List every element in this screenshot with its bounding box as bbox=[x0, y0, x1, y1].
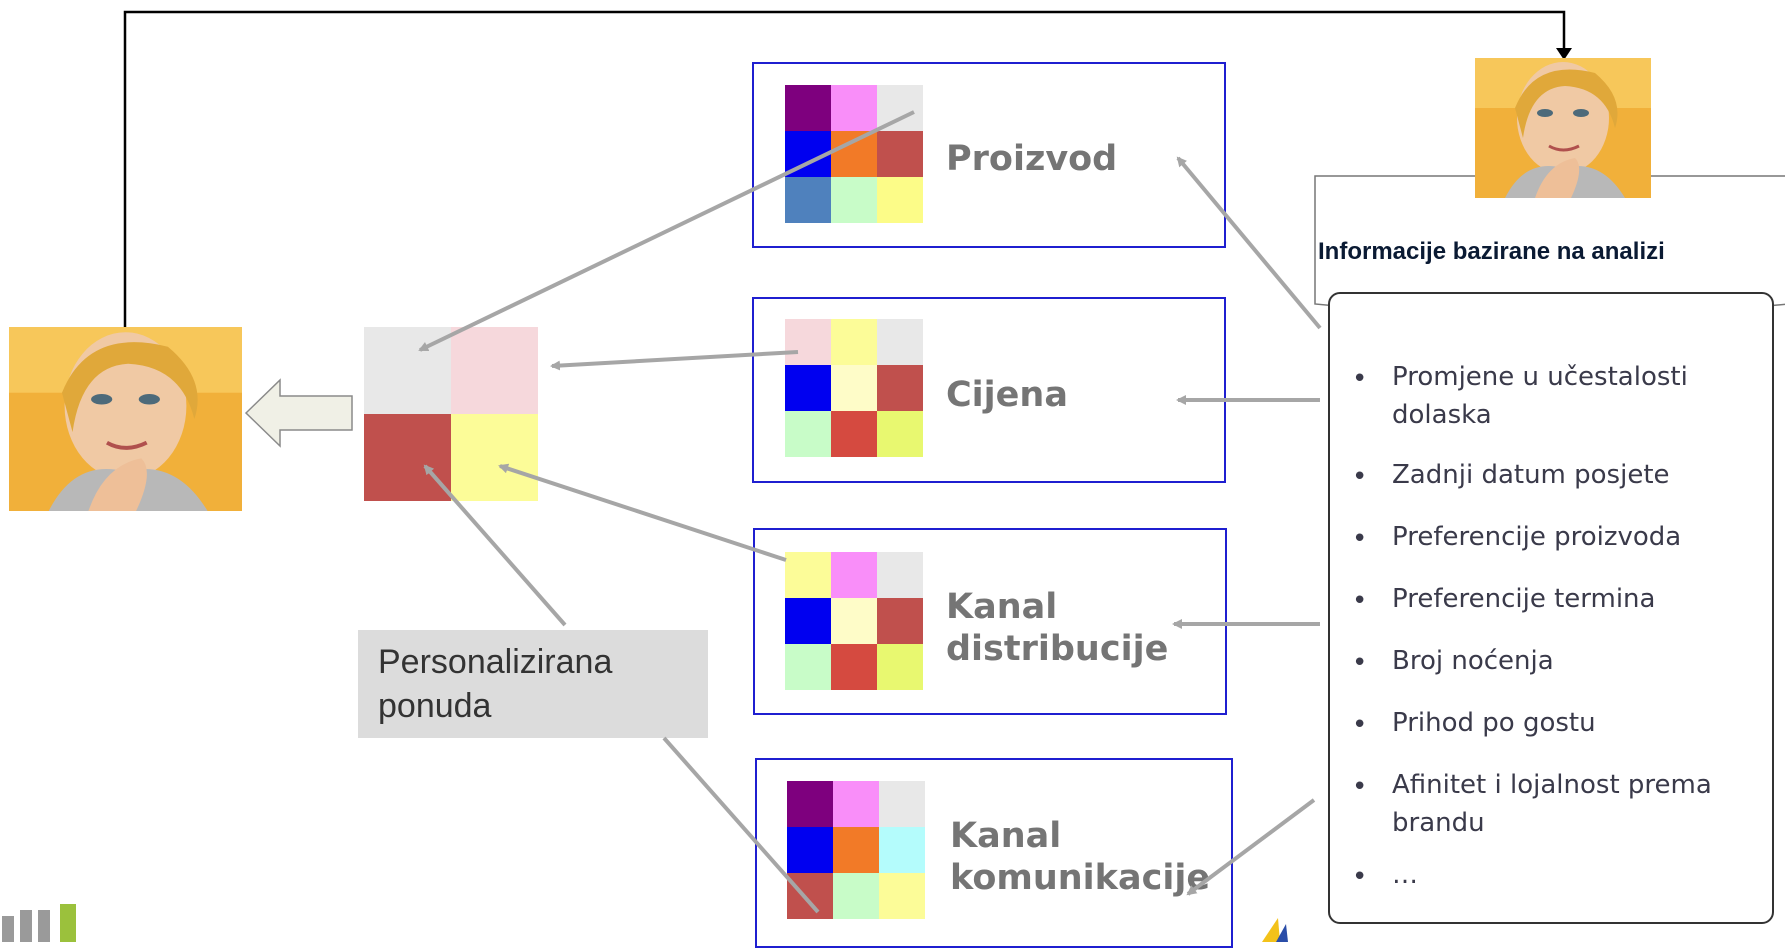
customer-photo-icon bbox=[1475, 58, 1651, 198]
grid-cell bbox=[877, 177, 923, 223]
grid-cell bbox=[785, 644, 831, 690]
label-cijena: Cijena bbox=[946, 374, 1068, 416]
info-list-item: Afinitet i lojalnost prema bbox=[1392, 770, 1712, 800]
info-list-item: Broj noćenja bbox=[1392, 646, 1554, 676]
label-proizvod: Proizvod bbox=[946, 138, 1117, 180]
bullet-dot: • bbox=[1352, 364, 1368, 394]
grid-cell bbox=[831, 644, 877, 690]
info-title: Informacije bazirane na analizi bbox=[1318, 238, 1665, 265]
grid-cell bbox=[831, 177, 877, 223]
grid-cell bbox=[785, 598, 831, 644]
label-line: komunikacije bbox=[950, 858, 1211, 898]
combined-offer-grid bbox=[364, 327, 538, 501]
corner-logo-fragment-icon bbox=[1262, 918, 1288, 942]
combined-grid-cell bbox=[451, 414, 538, 501]
customer-photo-right bbox=[1475, 58, 1651, 198]
label-line: Proizvod bbox=[946, 139, 1118, 179]
arrow-info-to-proizvod bbox=[1176, 156, 1322, 330]
bullet-dot: • bbox=[1352, 710, 1368, 740]
info-list-item: Zadnji datum posjete bbox=[1392, 460, 1670, 490]
info-list-item: dolaska bbox=[1392, 400, 1492, 430]
grid-cell bbox=[831, 365, 877, 411]
grid-cell bbox=[831, 411, 877, 457]
grid-cell bbox=[877, 644, 923, 690]
arrow-proizvod-to-offer bbox=[418, 110, 915, 352]
grid-cell bbox=[877, 552, 923, 598]
grid-cell bbox=[787, 781, 833, 827]
grid-cell bbox=[879, 873, 925, 919]
customer-photo-left bbox=[9, 327, 242, 511]
grid-cell bbox=[877, 319, 923, 365]
info-list-item: … bbox=[1392, 860, 1418, 890]
personalized-offer-label: Personalizirana ponuda bbox=[358, 630, 708, 738]
grid-cell bbox=[787, 827, 833, 873]
grid-cell bbox=[833, 873, 879, 919]
grid-cell bbox=[785, 552, 831, 598]
grid-cell bbox=[879, 827, 925, 873]
combined-grid-cell bbox=[451, 327, 538, 414]
offer-line: Personalizirana bbox=[378, 643, 613, 681]
customer-photo-icon bbox=[9, 327, 242, 511]
grid-cell bbox=[831, 319, 877, 365]
label-line: Kanal bbox=[950, 816, 1062, 856]
grid-cell bbox=[831, 131, 877, 177]
label-kanal-distribucije: Kanal distribucije bbox=[946, 586, 1168, 670]
grid-cell bbox=[831, 598, 877, 644]
grid-cell bbox=[833, 827, 879, 873]
grid-cell bbox=[785, 177, 831, 223]
grid-kanal-distribucije bbox=[785, 552, 923, 690]
grid-cell bbox=[785, 319, 831, 365]
grid-cell bbox=[877, 131, 923, 177]
grid-cell bbox=[831, 552, 877, 598]
hollow-left-arrow-icon bbox=[244, 378, 353, 448]
arrow-cijena-to-offer bbox=[550, 350, 799, 371]
grid-cell bbox=[879, 781, 925, 827]
grid-cell bbox=[877, 85, 923, 131]
grid-cijena bbox=[785, 319, 923, 457]
bullet-dot: • bbox=[1352, 462, 1368, 492]
info-list-item: brandu bbox=[1392, 808, 1485, 838]
grid-cell bbox=[831, 85, 877, 131]
grid-cell bbox=[833, 781, 879, 827]
label-line: Cijena bbox=[946, 375, 1068, 415]
label-line: Kanal bbox=[946, 587, 1058, 627]
grid-cell bbox=[787, 873, 833, 919]
bullet-dot: • bbox=[1352, 772, 1368, 802]
logo-bars-icon bbox=[2, 904, 76, 942]
info-list-item: Preferencije proizvoda bbox=[1392, 522, 1682, 552]
bullet-dot: • bbox=[1352, 586, 1368, 616]
grid-cell bbox=[785, 411, 831, 457]
info-list-item: Promjene u učestalosti bbox=[1392, 362, 1688, 392]
bullet-dot: • bbox=[1352, 862, 1368, 892]
grid-cell bbox=[877, 598, 923, 644]
bullet-dot: • bbox=[1352, 648, 1368, 678]
grid-cell bbox=[877, 411, 923, 457]
label-kanal-komunikacije: Kanal komunikacije bbox=[950, 815, 1210, 899]
combined-grid-cell bbox=[364, 414, 451, 501]
arrow-info-to-komunikacija bbox=[1186, 798, 1316, 896]
info-list-item: Preferencije termina bbox=[1392, 584, 1656, 614]
info-panel bbox=[1328, 292, 1774, 924]
grid-proizvod bbox=[785, 85, 923, 223]
bullet-dot: • bbox=[1352, 524, 1368, 554]
grid-kanal-komunikacije bbox=[787, 781, 925, 919]
arrow-offer-label-to-grid bbox=[423, 464, 567, 627]
label-line: distribucije bbox=[946, 629, 1169, 669]
arrow-offer-to-komunikacije bbox=[662, 736, 820, 914]
arrow-kanal-to-offer bbox=[498, 463, 787, 562]
grid-cell bbox=[785, 365, 831, 411]
grid-cell bbox=[877, 365, 923, 411]
grid-cell bbox=[785, 85, 831, 131]
info-list-item: Prihod po gostu bbox=[1392, 708, 1596, 738]
offer-line: ponuda bbox=[378, 687, 492, 725]
